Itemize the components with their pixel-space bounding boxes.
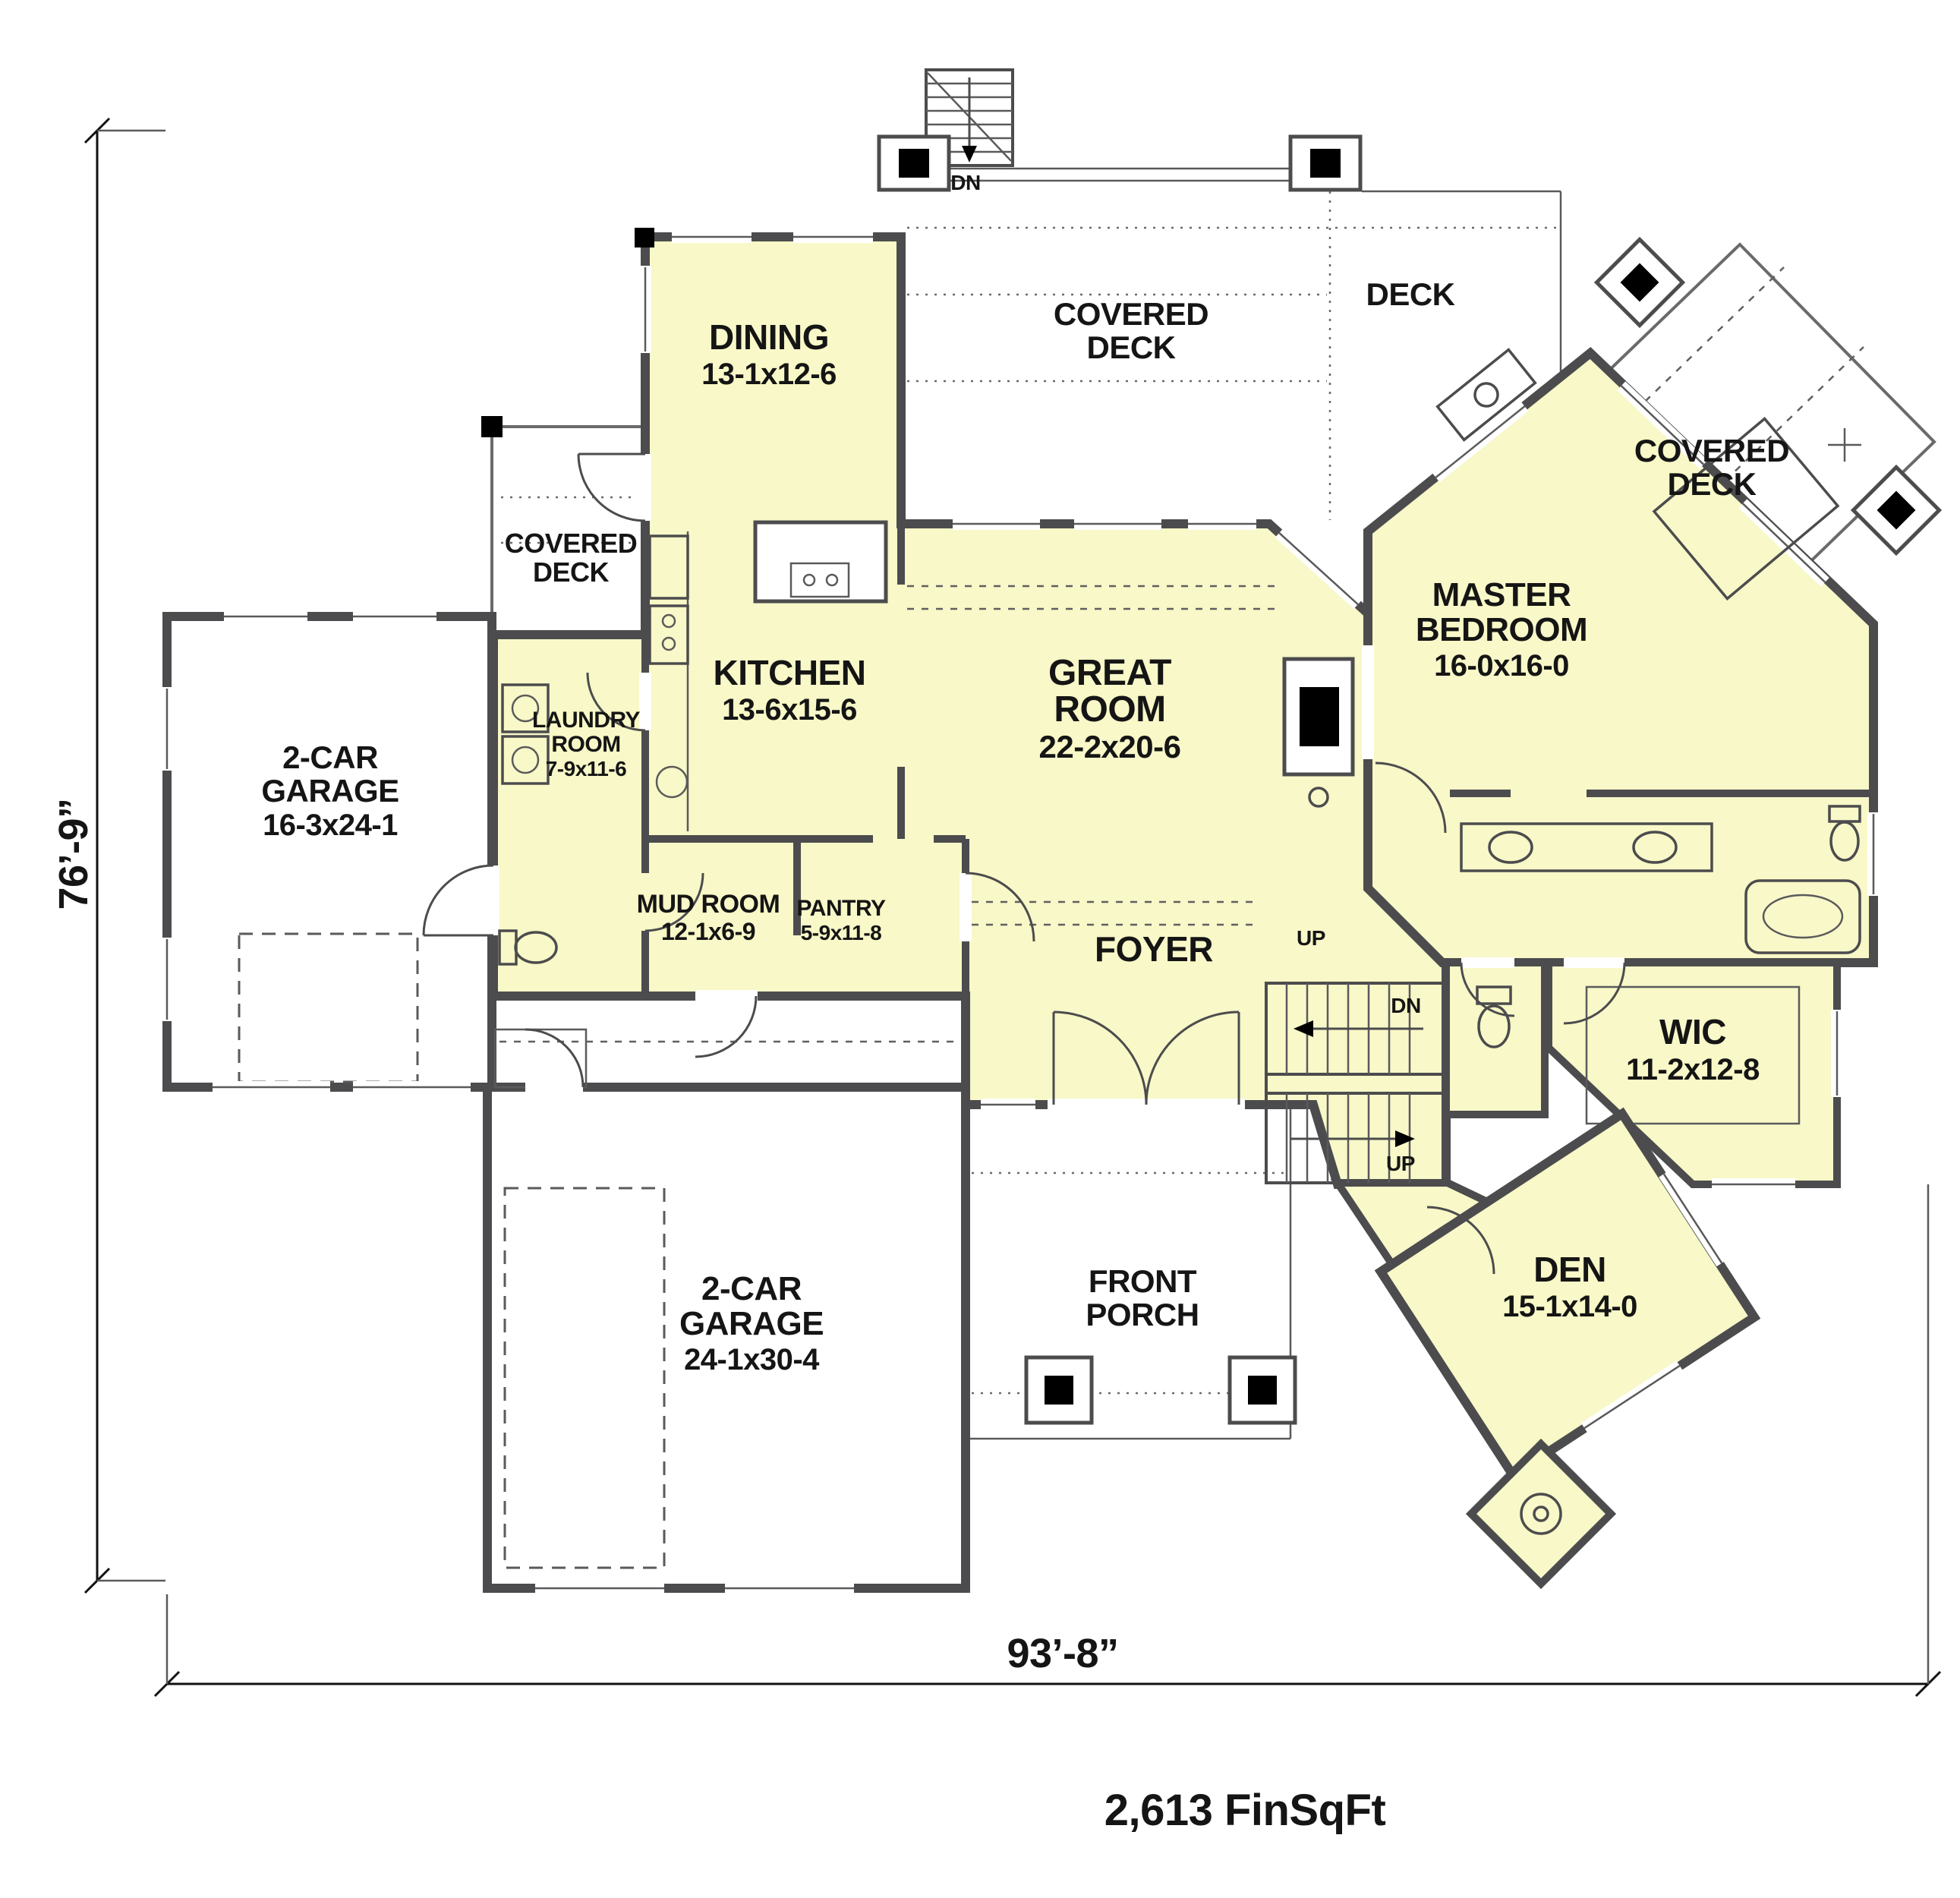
dimension-height: 76’-9” bbox=[51, 798, 96, 910]
master-bed bbox=[1652, 417, 1840, 601]
area-total: 2,613 FinSqFt bbox=[1104, 1786, 1386, 1835]
wall-oven bbox=[648, 604, 689, 665]
stair-label-main-up: UP bbox=[1386, 1152, 1415, 1175]
window-seat bbox=[1435, 348, 1537, 442]
label-covered-deck-left-1: COVERED bbox=[505, 528, 638, 559]
labels: DINING 13-1x12-6 KITCHEN 13-6x15-6 GREAT… bbox=[51, 171, 1790, 1835]
room-size-kitchen: 13-6x15-6 bbox=[722, 693, 857, 727]
room-label-master-1: MASTER bbox=[1432, 576, 1571, 613]
room-size-pantry: 5-9x11-8 bbox=[801, 921, 882, 944]
washer bbox=[501, 735, 550, 785]
doors bbox=[422, 452, 1626, 1275]
refrigerator bbox=[648, 534, 689, 600]
stair-label-main-dn: DN bbox=[1391, 994, 1420, 1017]
room-label-kitchen: KITCHEN bbox=[714, 653, 866, 692]
label-deck: DECK bbox=[1366, 276, 1454, 312]
room-label-wic: WIC bbox=[1659, 1012, 1726, 1051]
room-label-garage-left-2: GARAGE bbox=[261, 773, 399, 809]
den-area bbox=[1330, 1107, 1761, 1590]
room-label-great-room-1: GREAT bbox=[1048, 653, 1171, 693]
dimension-width: 93’-8” bbox=[1007, 1631, 1118, 1676]
water-closet bbox=[1442, 959, 1549, 1118]
room-size-garage-left: 16-3x24-1 bbox=[263, 809, 398, 842]
room-label-garage-left-1: 2-CAR bbox=[282, 739, 378, 775]
corner-post bbox=[635, 228, 654, 247]
dimension-lines bbox=[84, 117, 1942, 1698]
stair-label-deck-dn: DN bbox=[950, 171, 980, 194]
cooktop bbox=[789, 562, 850, 598]
corner-post bbox=[481, 416, 503, 437]
laundry-sink-cabinet bbox=[501, 683, 550, 733]
label-covered-deck-left-2: DECK bbox=[533, 556, 610, 588]
covered-deck-left bbox=[490, 425, 645, 636]
vanity-sink-right bbox=[1632, 831, 1678, 864]
room-label-laundry-1: LAUNDRY bbox=[532, 708, 641, 733]
room-label-pantry: PANTRY bbox=[797, 896, 886, 921]
room-label-foyer: FOYER bbox=[1095, 929, 1213, 969]
room-label-garage-bottom-1: 2-CAR bbox=[701, 1270, 802, 1307]
windows bbox=[161, 231, 1880, 1594]
room-size-den: 15-1x14-0 bbox=[1502, 1290, 1637, 1323]
room-size-mud-room: 12-1x6-9 bbox=[661, 918, 755, 945]
wc-toilet-tank bbox=[1476, 985, 1512, 1005]
wc-toilet bbox=[1477, 1004, 1511, 1048]
stair-label-foyer-up: UP bbox=[1297, 926, 1325, 950]
den-bay bbox=[1465, 1438, 1617, 1590]
kitchen-sink bbox=[655, 765, 689, 799]
room-label-garage-bottom-2: GARAGE bbox=[679, 1305, 824, 1342]
room-label-great-room-2: ROOM bbox=[1054, 689, 1165, 730]
room-size-wic: 11-2x12-8 bbox=[1626, 1053, 1760, 1086]
deck-post-rotated bbox=[1850, 464, 1943, 556]
kitchen-island bbox=[753, 520, 888, 604]
label-covered-deck-right-1: COVERED bbox=[1634, 433, 1789, 468]
room-label-master-2: BEDROOM bbox=[1416, 611, 1587, 648]
room-size-garage-bottom: 24-1x30-4 bbox=[684, 1343, 820, 1376]
garage-left bbox=[162, 612, 496, 1092]
label-covered-deck-top-1: COVERED bbox=[1054, 296, 1208, 332]
stairs-deck bbox=[925, 68, 1014, 167]
stairs-main bbox=[1265, 982, 1448, 1184]
den-bay-fixture bbox=[1520, 1493, 1562, 1535]
room-size-laundry: 7-9x11-6 bbox=[546, 757, 627, 780]
laundry-toilet bbox=[514, 931, 558, 964]
room-label-dining: DINING bbox=[709, 317, 829, 357]
room-size-dining: 13-1x12-6 bbox=[701, 358, 837, 391]
ceiling-lines bbox=[907, 585, 1279, 926]
label-front-porch-2: PORCH bbox=[1086, 1297, 1199, 1332]
label-covered-deck-top-2: DECK bbox=[1086, 329, 1175, 365]
room-label-mud-room: MUD ROOM bbox=[637, 890, 780, 919]
label-covered-deck-right-2: DECK bbox=[1667, 466, 1756, 502]
posts bbox=[481, 134, 1943, 1425]
room-size-master: 16-0x16-0 bbox=[1434, 649, 1569, 683]
garage-bottom bbox=[483, 1028, 970, 1593]
room-size-great-room: 22-2x20-6 bbox=[1039, 729, 1181, 765]
side-stoop bbox=[493, 1028, 588, 1089]
vanity-sink-left bbox=[1488, 831, 1533, 864]
fireplace bbox=[1282, 657, 1355, 808]
deck-post-rotated bbox=[1593, 236, 1686, 329]
room-label-den: DEN bbox=[1533, 1250, 1606, 1289]
room-label-laundry-2: ROOM bbox=[551, 732, 620, 757]
double-vanity bbox=[1460, 822, 1713, 872]
covered-deck-top bbox=[907, 167, 1581, 520]
wic-shelving bbox=[1585, 985, 1801, 1125]
tub bbox=[1744, 879, 1861, 954]
label-front-porch-1: FRONT bbox=[1089, 1263, 1197, 1299]
bath-toilet bbox=[1829, 821, 1860, 862]
fixtures bbox=[498, 348, 1861, 1048]
